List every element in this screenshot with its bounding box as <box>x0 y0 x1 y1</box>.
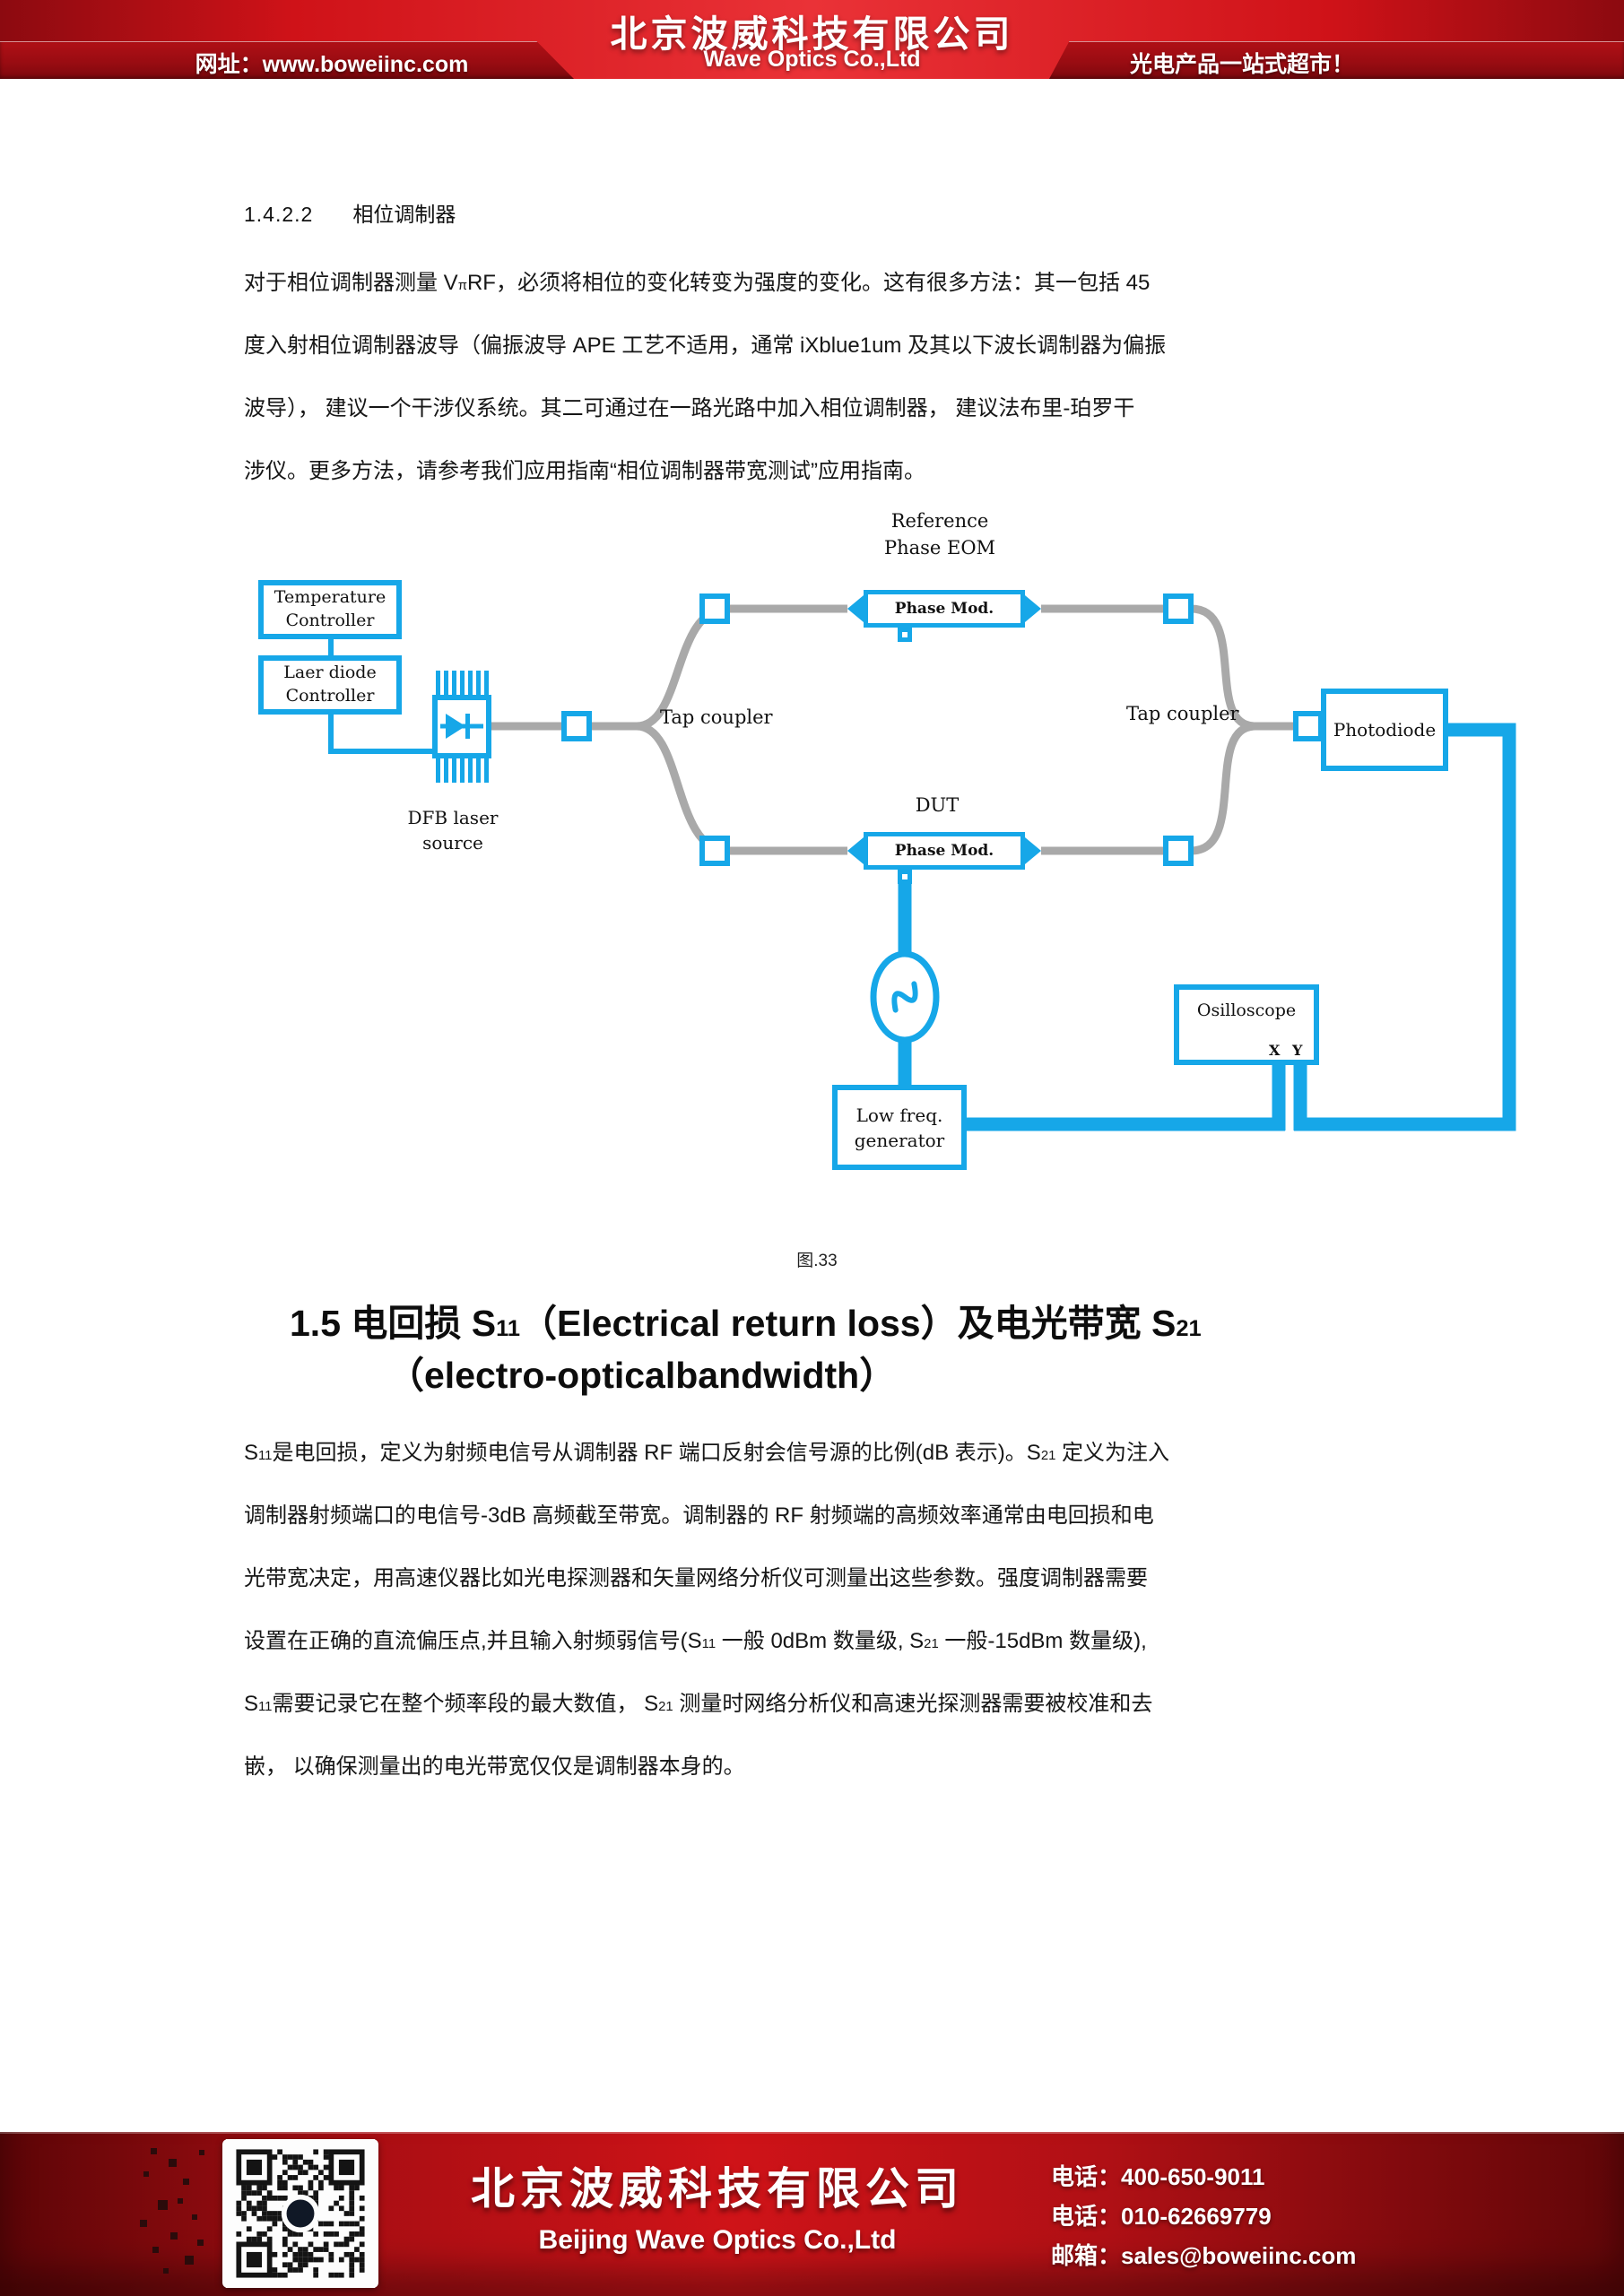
header-website: 网址：www.boweiinc.com <box>195 52 469 77</box>
fiber-connectors <box>561 593 1324 866</box>
paragraph-line: 光带宽决定，用高速仪器比如光电探测器和矢量网络分析仪可测量出这些参数。强度调制器… <box>244 1566 1148 1590</box>
decor-dot <box>143 2171 149 2177</box>
section-number: 1.4.2.2 <box>244 203 314 226</box>
controller-wires <box>328 639 437 754</box>
footer-company-name-en: Beijing Wave Optics Co.,Ltd <box>538 2225 897 2255</box>
oscilloscope-y-label: Y <box>1292 1042 1303 1059</box>
paragraph-line: 对于相位调制器测量 VπRF，必须将相位的变化转变为强度的变化。这有很多方法：其… <box>244 271 1151 295</box>
decor-dot <box>199 2150 204 2155</box>
section2-title-line1: 1.5 电回损 S11（Electrical return loss）及电光带宽… <box>290 1303 1202 1344</box>
header-slogan: 光电产品一站式超市！ <box>1129 52 1354 77</box>
qr-code-image <box>226 2139 375 2288</box>
decor-dot <box>140 2220 147 2227</box>
dfb-laser-label: DFB laser source <box>407 807 499 853</box>
footer-email: 邮箱：sales@boweiinc.com <box>1051 2242 1357 2269</box>
paragraph-line: 度入射相位调制器波导（偏振波导 APE 工艺不适用，通常 iXblue1um 及… <box>244 334 1167 358</box>
tap-coupler-right-label: Tap coupler <box>1126 703 1239 724</box>
header-company-name-cn: 北京波威科技有限公司 <box>610 13 1014 55</box>
footer-company-name-cn: 北京波威科技有限公司 <box>470 2165 964 2214</box>
paragraph-line: S11是电回损，定义为射频电信号从调制器 RF 端口反射会信号源的比例(dB 表… <box>244 1441 1170 1465</box>
decor-dot <box>163 2268 169 2274</box>
sine-source-icon <box>870 950 940 1044</box>
decor-dot <box>178 2198 183 2204</box>
low-freq-generator-box: Low freq. generator <box>832 1085 967 1170</box>
header-right-ribbon <box>1049 41 1624 79</box>
paragraph-line: 波导）， 建议一个干涉仪系统。其二可通过在一路光路中加入相位调制器， 建议法布里… <box>244 396 1135 420</box>
paragraph-1: 对于相位调制器测量 VπRF，必须将相位的变化转变为强度的变化。这有很多方法：其… <box>244 252 1383 503</box>
phase-mod-top-box: Phase Mod. <box>864 590 1025 628</box>
paragraph-line: S11需要记录它在整个频率段的最大数值， S21 测量时网络分析仪和高速光探测器… <box>244 1692 1153 1716</box>
section-title: 相位调制器 <box>352 203 456 226</box>
header-left-ribbon <box>0 41 574 79</box>
figure-caption: 图.33 <box>796 1252 838 1270</box>
decor-dot <box>158 2200 168 2210</box>
phase-mod-bottom-box: Phase Mod. <box>864 832 1025 870</box>
oscilloscope-x-label: X <box>1269 1042 1281 1059</box>
measurement-setup-diagram: Reference Phase EOM Temperature Controll… <box>135 484 1524 1291</box>
decor-dot <box>152 2247 159 2253</box>
paragraph-line: 嵌， 以确保测量出的电光带宽仅仅是调制器本身的。 <box>244 1754 745 1779</box>
decor-dot <box>192 2214 197 2220</box>
header-banner: 北京波威科技有限公司 Wave Optics Co.,Ltd 网址：www.bo… <box>0 0 1624 79</box>
section2-title-line2: （electro-opticalbandwidth） <box>387 1355 897 1396</box>
photodiode-box: Photodiode <box>1321 689 1448 771</box>
paragraph-line: 调制器射频端口的电信号-3dB 高频截至带宽。调制器的 RF 射频端的高频效率通… <box>244 1503 1154 1528</box>
diagram-lines <box>328 593 1516 1131</box>
qr-code <box>222 2139 378 2288</box>
temperature-controller-box: Temperature Controller <box>258 580 402 639</box>
reference-eom-label: Reference Phase EOM <box>883 510 996 559</box>
oscilloscope-box: Osilloscope X Y <box>1174 984 1319 1065</box>
dut-label: DUT <box>915 794 960 816</box>
paragraph-line: 设置在正确的直流偏压点,并且输入射频弱信号(S11 一般 0dBm 数量级, S… <box>244 1629 1147 1653</box>
rf-ports <box>898 628 912 884</box>
diode-symbol <box>440 714 483 739</box>
dfb-laser-icon <box>432 671 491 783</box>
decor-dot <box>183 2179 189 2185</box>
phase-mod-bowties <box>847 595 1041 864</box>
laser-diode-controller-box: Laer diode Controller <box>258 655 402 715</box>
decor-dot <box>169 2159 177 2167</box>
tap-coupler-left-label: Tap coupler <box>660 706 773 728</box>
footer-phone-1: 电话：400-650-9011 <box>1051 2163 1265 2190</box>
header-company-name-en: Wave Optics Co.,Ltd <box>703 47 921 72</box>
footer-phone-2: 电话：010-62669779 <box>1051 2203 1272 2230</box>
footer-banner: 北京波威科技有限公司 Beijing Wave Optics Co.,Ltd 电… <box>0 2132 1624 2296</box>
paragraph-line: 涉仪。更多方法，请参考我们应用指南“相位调制器带宽测试”应用指南。 <box>244 459 925 483</box>
decor-dot <box>197 2240 204 2246</box>
decor-dot <box>170 2232 178 2240</box>
section-heading: 1.4.2.2 相位调制器 <box>244 197 456 228</box>
paragraph-2: S11是电回损，定义为射频电信号从调制器 RF 端口反射会信号源的比例(dB 表… <box>244 1422 1383 1798</box>
decor-dot <box>185 2256 194 2265</box>
electrical-lines <box>898 723 1516 1131</box>
decor-dot <box>151 2148 157 2154</box>
